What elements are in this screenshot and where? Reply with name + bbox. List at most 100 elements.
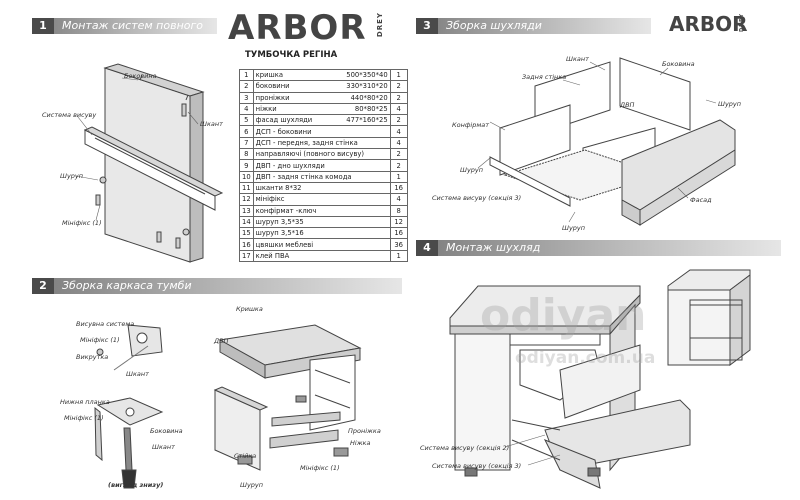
s2-label-pronizhka: Проніжка (348, 427, 381, 435)
s3-leaders (477, 61, 717, 223)
section-4-header: 4 Монтаж шухляд (416, 240, 781, 256)
s1-leaders (75, 77, 199, 221)
watermark-url: odiyan.com.ua (515, 348, 656, 368)
s4-nightstand (449, 285, 691, 489)
s2-label-shurup: Шуруп (240, 481, 264, 489)
part-name: шуруп 3,5*16 (255, 229, 304, 238)
s2-bottom-view (94, 397, 164, 489)
s2-label-bokovyna: Боковина (150, 427, 183, 435)
brand-logo: ARBOR DREY (228, 8, 384, 48)
section-number: 4 (416, 240, 438, 256)
s2-label-shkant2: Шкант (152, 443, 175, 451)
s2-label-nizhka: Ніжка (350, 439, 371, 447)
part-dimensions: 330*310*20 (346, 82, 388, 91)
part-dimensions: 440*80*20 (350, 93, 388, 102)
s4-small-stand (667, 269, 751, 366)
part-name: ДСП - передня, задня стінка (255, 138, 358, 147)
part-name: цвяшки меблеві (255, 240, 314, 249)
part-dimensions: 477*160*25 (346, 116, 388, 125)
s2-label-vyhliad: (вигляд знизу) (108, 481, 164, 489)
s1-label-systema: Система висуву (42, 111, 97, 119)
section-number: 3 (416, 18, 438, 34)
part-name: ніжки (255, 105, 277, 114)
s3-label-fasad: Фасад (690, 196, 712, 204)
brand-logo-small: ARBOR DREY (669, 12, 748, 36)
s2-label-minifix2: Мініфікс (1) (64, 414, 104, 422)
s3-label-bokovyna: Боковина (662, 60, 695, 68)
s2-connector-detail (96, 324, 163, 371)
s2-label-stiyka: Стійка (234, 452, 257, 460)
watermark-big: odiyan (480, 290, 647, 341)
part-name: шканти 8*32 (255, 184, 302, 193)
s2-label-dvp: ДВП (214, 337, 229, 345)
s2-label-nizhnia: Нижня планка (60, 398, 110, 406)
section-title: Зборка шухляди (446, 19, 542, 32)
s3-label-zadnia: Задня стінка (522, 73, 567, 81)
s3-label-dvp: ДВП (620, 101, 635, 109)
section-title: Монтаж шухляд (446, 241, 541, 254)
section-2-header: 2 Зборка каркаса тумби (32, 278, 402, 294)
s2-frame-exploded (213, 324, 362, 471)
brand-name: ARBOR (669, 12, 748, 36)
part-name-cell: клей ПВА (252, 249, 391, 263)
part-name: конфірмат -ключ (255, 206, 317, 215)
part-qty: 4 (389, 125, 408, 138)
s3-label-konfirmat: Конфірмат (452, 121, 490, 129)
part-dimensions: 80*80*25 (354, 105, 388, 114)
s3-label-shurup3: Шуруп (562, 224, 586, 232)
s2-label-kryshka: Кришка (236, 305, 263, 313)
s2-label-vykrutka: Викрутка (76, 353, 109, 361)
s1-label-bokovyna: Боковина (124, 72, 157, 80)
part-name: шуруп 3,5*35 (255, 218, 304, 226)
part-name: фасад шухляди (255, 116, 313, 125)
s4-label-sec2: Система висуву (секція 2) (420, 444, 510, 452)
s2-label-minifix3: Мініфікс (1) (300, 464, 340, 472)
part-dimensions: 500*350*40 (346, 71, 388, 80)
part-name: ДВП - задня стінка комода (255, 172, 352, 181)
part-name: клей ПВА (255, 251, 290, 260)
s1-label-shurup: Шуруп (60, 172, 84, 180)
table-title: ТУМБОЧКА РЕГІНА (245, 50, 338, 60)
section-title: Зборка каркаса тумби (62, 279, 192, 292)
s3-label-shkant: Шкант (566, 55, 589, 63)
s1-slide-rail (83, 126, 224, 211)
part-qty: 1 (389, 249, 408, 263)
s1-label-minifix: Мініфікс (1) (62, 219, 102, 227)
section-3-header: 3 Зборка шухляди (416, 18, 651, 34)
part-qty: 16 (389, 227, 408, 240)
s3-label-shurup2: Шуруп (460, 166, 484, 174)
section-number: 2 (32, 278, 54, 294)
s3-label-systema: Система висуву (секція 3) (432, 194, 522, 202)
s2-label-vysuvna: Висувна система (76, 320, 135, 328)
s1-dowels (95, 103, 190, 249)
part-name: ДСП - боковини (255, 127, 312, 136)
part-name: ДВП - дно шухляди (255, 161, 325, 170)
s3-label-shurup: Шуруп (718, 100, 742, 108)
part-name: кришка (255, 71, 283, 80)
s2-label-shkant: Шкант (126, 370, 149, 378)
s3-drawer-parts (489, 57, 736, 226)
s4-leaders (504, 434, 561, 466)
part-name: направляючі (повного висуву) (255, 150, 365, 159)
s2-label-minifix1: Мініфікс (1) (80, 336, 120, 344)
part-name: боковини (255, 82, 290, 91)
section-1-header: 1 Монтаж систем повного висуву (32, 18, 217, 48)
section-number: 1 (32, 18, 54, 34)
part-name: мініфікс (255, 195, 285, 204)
s4-label-sec3: Система висуву (секція 3) (432, 462, 522, 470)
part-name: проніжки (255, 93, 290, 102)
brand-name: ARBOR (228, 8, 367, 48)
s1-label-shkant: Шкант (200, 120, 223, 128)
part-qty: 2 (389, 91, 408, 104)
section-title: Монтаж систем повного висуву (62, 19, 204, 48)
